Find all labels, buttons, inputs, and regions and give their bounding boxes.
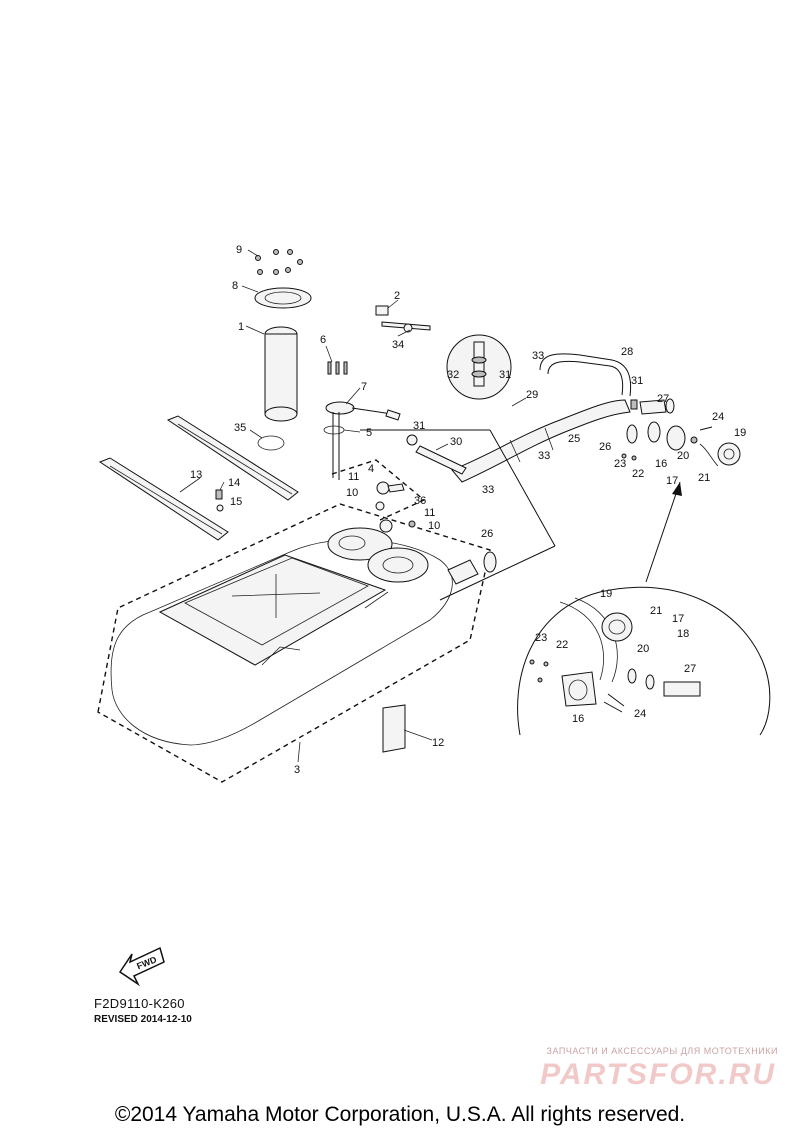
callout-25: 25 xyxy=(568,433,580,445)
fittings xyxy=(375,481,416,533)
callout-6: 6 xyxy=(320,334,326,346)
copyright-notice: ©2014 Yamaha Motor Corporation, U.S.A. A… xyxy=(114,1103,686,1126)
leader-lines xyxy=(179,249,527,763)
callout-24-inset: 24 xyxy=(634,708,646,720)
screws xyxy=(255,249,303,275)
callout-26-tank: 26 xyxy=(481,528,493,540)
fuel-tank xyxy=(97,503,497,783)
callout-8: 8 xyxy=(232,280,238,292)
callout-32: 32 xyxy=(447,369,459,381)
filler-neck-parts xyxy=(621,398,741,467)
callout-26: 26 xyxy=(599,441,611,453)
fwd-arrow-icon: FWD xyxy=(118,946,165,987)
callout-17-inset: 17 xyxy=(672,613,684,625)
callout-31-hose: 31 xyxy=(413,420,425,432)
callout-23-inset: 23 xyxy=(535,632,547,644)
callout-11-right: 11 xyxy=(424,507,435,519)
callout-10-left: 10 xyxy=(346,487,358,499)
callout-19: 19 xyxy=(734,427,746,439)
exploded-parts-diagram: FWD 9 8 1 2 34 6 7 35 5 13 14 15 4 11 10… xyxy=(97,244,771,987)
callout-24: 24 xyxy=(712,411,724,423)
callout-27: 27 xyxy=(657,393,669,405)
callout-34: 34 xyxy=(392,339,404,351)
callout-5: 5 xyxy=(366,427,372,439)
callout-30: 30 xyxy=(450,436,462,448)
callout-33-mid: 33 xyxy=(538,450,550,462)
callout-17: 17 xyxy=(666,475,678,487)
watermark-logo: PARTSFOR.RU xyxy=(540,1058,776,1091)
callout-29: 29 xyxy=(526,389,538,401)
callout-18-inset: 18 xyxy=(677,628,689,640)
callout-10-right: 10 xyxy=(428,520,440,532)
callout-7: 7 xyxy=(361,381,367,393)
callout-numbers: 9 8 1 2 34 6 7 35 5 13 14 15 4 11 10 36 … xyxy=(190,244,746,776)
callout-21-inset: 21 xyxy=(650,605,662,617)
diagram-code: F2D9110-K260 xyxy=(94,996,185,1011)
callout-9: 9 xyxy=(236,244,242,256)
callout-13: 13 xyxy=(190,469,202,481)
callout-11-left: 11 xyxy=(348,471,359,483)
callout-20: 20 xyxy=(677,450,689,462)
callout-28: 28 xyxy=(621,346,633,358)
callout-15: 15 xyxy=(230,496,242,508)
callout-19-inset: 19 xyxy=(600,588,612,600)
callout-4: 4 xyxy=(368,463,374,475)
filler-hose-assembly xyxy=(360,334,632,601)
level-sensor xyxy=(323,361,401,480)
callout-20-inset: 20 xyxy=(637,643,649,655)
warning-label xyxy=(382,704,406,753)
callout-27-inset: 27 xyxy=(684,663,696,675)
tank-brackets xyxy=(98,415,299,541)
callout-22: 22 xyxy=(632,468,644,480)
inset-leader-arrow xyxy=(645,481,682,583)
callout-2: 2 xyxy=(394,290,400,302)
callout-21: 21 xyxy=(698,472,710,484)
callout-12: 12 xyxy=(432,737,444,749)
inset-detail xyxy=(517,586,771,736)
callout-16: 16 xyxy=(655,458,667,470)
fuel-sender-unit xyxy=(254,249,312,451)
callout-23: 23 xyxy=(614,458,626,470)
bolt-washer xyxy=(215,489,224,512)
callout-3: 3 xyxy=(294,764,300,776)
callout-31-detail: 31 xyxy=(499,369,511,381)
callout-35: 35 xyxy=(234,422,246,434)
callout-14: 14 xyxy=(228,477,240,489)
callout-36: 36 xyxy=(414,495,426,507)
callout-31-neck: 31 xyxy=(631,375,643,387)
callout-16-inset: 16 xyxy=(572,713,584,725)
callout-1: 1 xyxy=(238,321,244,333)
vent-fitting xyxy=(375,305,431,333)
callout-33-top: 33 xyxy=(532,350,544,362)
callout-22-inset: 22 xyxy=(556,639,568,651)
callout-33-bottom: 33 xyxy=(482,484,494,496)
watermark-tagline: ЗАПЧАСТИ И АКСЕССУАРЫ ДЛЯ МОТОТЕХНИКИ xyxy=(546,1046,778,1056)
revised-date: REVISED 2014-12-10 xyxy=(94,1014,192,1025)
